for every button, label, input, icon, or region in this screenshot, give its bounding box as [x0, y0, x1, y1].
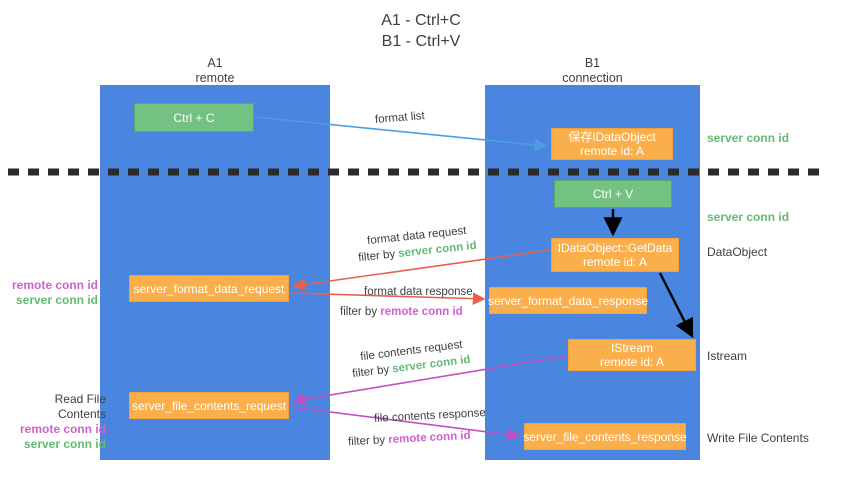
left-label-remote-conn-id-1: remote conn id [11, 278, 98, 292]
box-istream-line1: IStream [610, 341, 653, 355]
box-save-idataobject-line1: 保存IDataObject [568, 130, 656, 144]
box-getdata-line2: remote id: A [582, 255, 648, 269]
left-label-server-conn-id-1: server conn id [15, 293, 98, 307]
lane-header-b1: B1 connection [485, 56, 700, 86]
edge-label-format-list-text: format list [374, 110, 426, 126]
box-istream[interactable]: IStream remote id: A [568, 339, 696, 371]
box-save-idataobject-line2: remote id: A [579, 144, 645, 158]
edge-label-format-list: format list [374, 109, 426, 128]
left-label-group-file-contents: Read File Contents remote conn id server… [8, 392, 106, 452]
box-server-format-data-request-label: server_format_data_request [133, 281, 285, 296]
filter-value-remote-conn-id: remote conn id [380, 306, 463, 318]
box-ctrl-c-label: Ctrl + C [173, 110, 215, 125]
left-label-server-conn-id-2: server conn id [23, 437, 106, 451]
lane-b1-sub: connection [562, 71, 623, 85]
left-label-read-file-contents: Read File Contents [54, 392, 106, 421]
edge-label-file-contents-response-text: file contents response [373, 407, 487, 425]
lane-b1-name: B1 [584, 56, 601, 70]
box-server-format-data-response[interactable]: server_format_data_response [487, 287, 649, 314]
lane-a1-sub: remote [195, 71, 235, 85]
box-server-file-contents-request[interactable]: server_file_contents_request [129, 392, 289, 419]
right-label-server-conn-id-second: server conn id [707, 210, 790, 224]
left-label-remote-conn-id-2: remote conn id [19, 422, 106, 436]
left-label-group-format: remote conn id server conn id [8, 278, 98, 308]
right-label-istream: Istream [707, 349, 748, 363]
box-ctrl-v-label: Ctrl + V [592, 187, 634, 201]
edge-label-format-data-response-filter: filter by remote conn id [340, 305, 463, 320]
filter-value-remote-conn-id: remote conn id [387, 429, 471, 447]
edge-label-format-data-response-text: format data response [364, 286, 473, 298]
filter-prefix: filter by [340, 306, 381, 318]
title-line-1: A1 - Ctrl+C [381, 12, 461, 29]
title-line-2: B1 - Ctrl+V [381, 33, 461, 50]
filter-prefix: filter by [351, 363, 394, 381]
box-getdata-line1: IDataObject::GetData [557, 241, 673, 255]
edge-label-file-contents-response: file contents response [374, 406, 487, 427]
edge-label-format-data-response: format data response [364, 285, 473, 300]
box-server-format-data-request[interactable]: server_format_data_request [129, 275, 289, 302]
box-server-format-data-response-label: server_format_data_response [487, 293, 649, 308]
box-save-idataobject[interactable]: 保存IDataObject remote id: A [551, 128, 673, 160]
box-ctrl-c[interactable]: Ctrl + C [134, 103, 254, 132]
box-istream-line2: remote id: A [599, 355, 665, 369]
right-label-write-file-contents: Write File Contents [707, 431, 809, 445]
box-idataobject-getdata[interactable]: IDataObject::GetData remote id: A [551, 238, 679, 272]
box-server-file-contents-request-label: server_file_contents_request [131, 398, 287, 413]
lane-a1-name: A1 [207, 56, 223, 70]
box-server-file-contents-response-label: server_file_contents_response [523, 429, 687, 444]
diagram-title: A1 - Ctrl+C B1 - Ctrl+V [0, 10, 842, 52]
right-label-dataobject: DataObject [707, 245, 768, 259]
right-label-server-conn-id-top: server conn id [707, 131, 790, 145]
box-ctrl-v[interactable]: Ctrl + V [554, 180, 672, 208]
lane-header-a1: A1 remote [100, 56, 330, 86]
filter-prefix: filter by [357, 248, 399, 265]
edge-label-file-contents-response-filter: filter by remote conn id [348, 429, 471, 450]
box-server-file-contents-response[interactable]: server_file_contents_response [523, 423, 687, 450]
filter-prefix: filter by [347, 434, 389, 449]
